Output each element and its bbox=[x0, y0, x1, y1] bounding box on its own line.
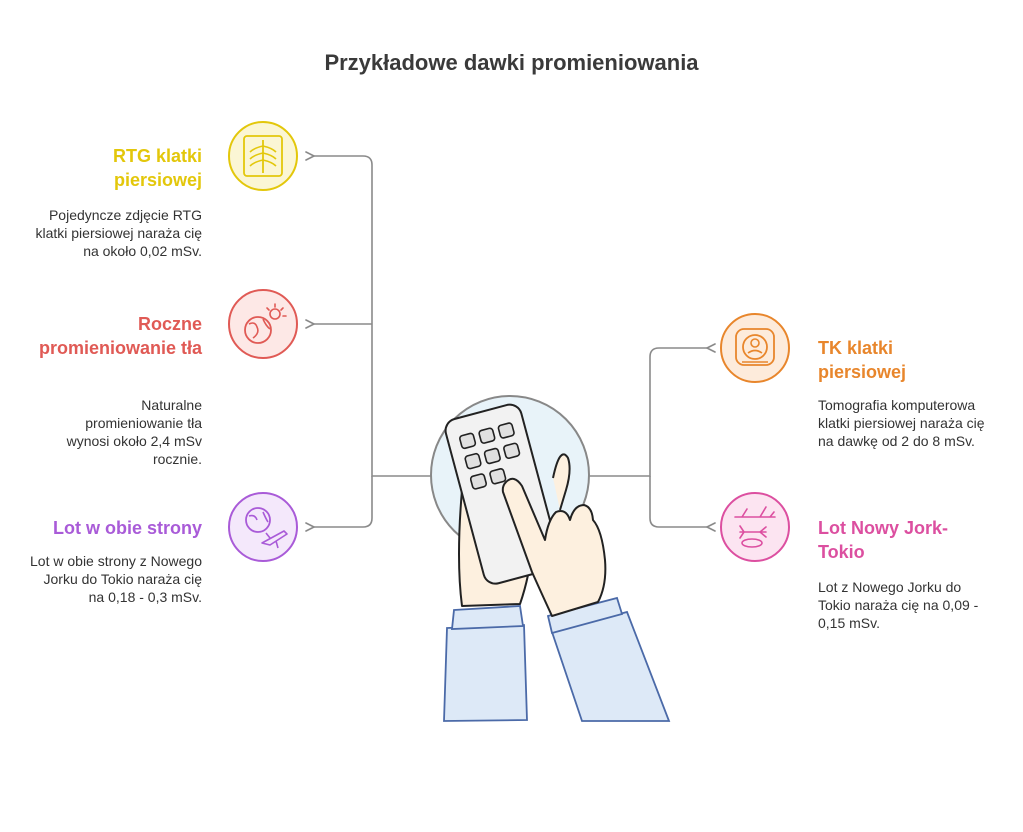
globe-plane-icon bbox=[228, 492, 298, 562]
rtg-title: RTG klatki piersiowej bbox=[112, 146, 202, 190]
right-connectors bbox=[588, 343, 716, 532]
roundtrip-description: Lot w obie strony z Nowego Jorku do Toki… bbox=[30, 553, 202, 605]
background-description: Naturalne promieniowanie tła wynosi okoł… bbox=[66, 397, 202, 467]
connector-rtg bbox=[305, 151, 432, 477]
flight-title: Lot Nowy Jork-Tokio bbox=[818, 518, 949, 562]
planes-icon bbox=[720, 492, 790, 562]
ct-description: Tomografia komputerowa klatki piersiowej… bbox=[818, 397, 985, 449]
chest-xray-icon bbox=[228, 121, 298, 191]
connector-flight bbox=[649, 476, 716, 532]
globe-sun-icon bbox=[228, 289, 298, 359]
roundtrip-title: Lot w obie strony bbox=[52, 518, 202, 538]
connector-ct bbox=[588, 343, 716, 477]
background-title: Roczne promieniowanie tła bbox=[38, 314, 202, 358]
ct-title: TK klatki piersiowej bbox=[818, 338, 907, 382]
page-title: Przykładowe dawki promieniowania bbox=[324, 50, 699, 75]
left-connectors bbox=[305, 151, 432, 532]
connector-roundtrip bbox=[305, 476, 373, 532]
hand-phone-illustration bbox=[430, 395, 671, 722]
flight-description: Lot z Nowego Jorku do Tokio naraża cię n… bbox=[818, 579, 979, 631]
ct-scanner-icon bbox=[720, 313, 790, 383]
rtg-description: Pojedyncze zdjęcie RTG klatki piersiowej… bbox=[35, 207, 202, 259]
